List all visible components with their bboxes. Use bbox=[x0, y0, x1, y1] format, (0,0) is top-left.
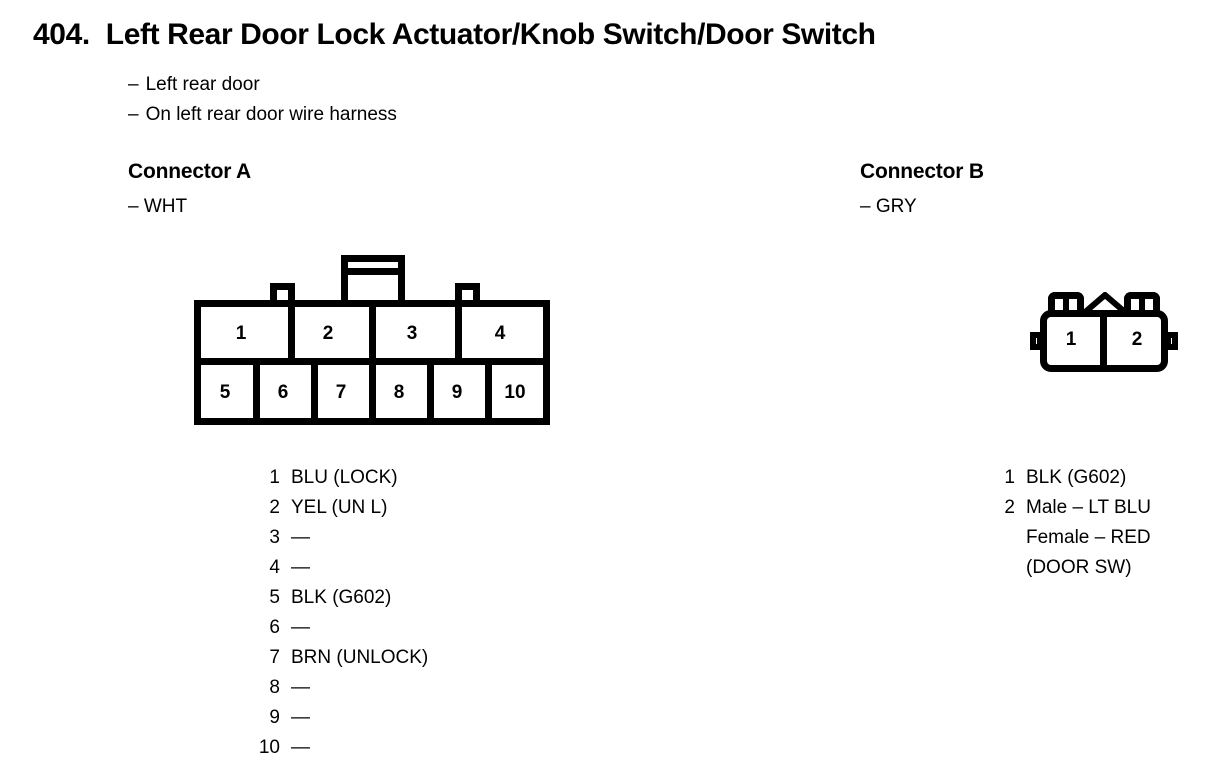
connector-b-pin-list: 1 BLK (G602) 2 Male – LT BLU Female – RE… bbox=[985, 463, 1151, 583]
dash-glyph: – bbox=[128, 74, 139, 95]
connector-a-cavity-2: 2 bbox=[322, 323, 334, 344]
pin-number: 10 bbox=[258, 737, 280, 758]
pin-number: 7 bbox=[269, 647, 280, 668]
connector-a-bottom-divider bbox=[253, 358, 260, 425]
connector-b-face-view: 1 2 bbox=[1030, 288, 1180, 383]
pin-description: — bbox=[291, 677, 310, 698]
connector-b-color-code: – GRY bbox=[860, 196, 917, 217]
connector-a-cavity-5: 5 bbox=[219, 382, 231, 403]
connector-a-bottom-divider bbox=[427, 358, 434, 425]
pin-description-continuation: Female – RED bbox=[1026, 527, 1151, 548]
connector-a-bottom-divider bbox=[311, 358, 318, 425]
pin-row: 4 — bbox=[250, 553, 428, 583]
connector-a-bottom-divider bbox=[369, 358, 376, 425]
pin-number: 8 bbox=[269, 677, 280, 698]
pin-description: — bbox=[291, 617, 310, 638]
pin-row: 7 BRN (UNLOCK) bbox=[250, 643, 428, 673]
location-notes: –Left rear door –On left rear door wire … bbox=[128, 70, 397, 130]
connector-a-left-keying-tab bbox=[270, 283, 295, 305]
pin-row: 10 — bbox=[250, 733, 428, 763]
connector-a-top-divider bbox=[369, 300, 376, 362]
connector-b-cavity-1: 1 bbox=[1065, 329, 1077, 350]
entry-number: 404. bbox=[33, 18, 90, 51]
pin-row: 2 Male – LT BLU bbox=[985, 493, 1151, 523]
pin-description-continuation: (DOOR SW) bbox=[1026, 557, 1132, 578]
connector-a-face-view: 1 2 3 4 5 6 7 8 9 10 bbox=[194, 255, 554, 430]
pin-number: 6 bbox=[269, 617, 280, 638]
pin-number: 1 bbox=[1004, 467, 1015, 488]
page-title: 404. Left Rear Door Lock Actuator/Knob S… bbox=[33, 18, 876, 52]
entry-title: Left Rear Door Lock Actuator/Knob Switch… bbox=[105, 18, 876, 51]
connector-a-center-latch-slot bbox=[348, 268, 398, 275]
pin-description: — bbox=[291, 557, 310, 578]
connector-b-heading: Connector B – GRY bbox=[860, 160, 984, 218]
connector-a-cavity-8: 8 bbox=[393, 382, 405, 403]
connector-a-title: Connector A bbox=[128, 160, 252, 183]
connector-b-cavity-2: 2 bbox=[1131, 329, 1143, 350]
pin-row: 1 BLU (LOCK) bbox=[250, 463, 428, 493]
connector-b-right-lock-nub bbox=[1165, 332, 1178, 350]
location-note-text: On left rear door wire harness bbox=[145, 104, 397, 125]
connector-a-cavity-3: 3 bbox=[406, 323, 418, 344]
pin-description: BLK (G602) bbox=[1026, 467, 1127, 488]
pin-number: 3 bbox=[269, 527, 280, 548]
location-note: –On left rear door wire harness bbox=[128, 100, 397, 130]
connector-a-bottom-divider bbox=[485, 358, 492, 425]
connector-b-left-latch-slot bbox=[1063, 299, 1069, 316]
pin-description: BRN (UNLOCK) bbox=[291, 647, 429, 668]
connector-a-top-divider bbox=[455, 300, 462, 362]
pin-description: YEL (UN L) bbox=[291, 497, 388, 518]
pin-number: 9 bbox=[269, 707, 280, 728]
connector-a-cavity-1: 1 bbox=[235, 323, 247, 344]
pin-number: 1 bbox=[269, 467, 280, 488]
pin-description: BLK (G602) bbox=[291, 587, 392, 608]
connector-b-right-latch-slot bbox=[1139, 299, 1145, 316]
pin-number: 2 bbox=[1004, 497, 1015, 518]
pin-row: 9 — bbox=[250, 703, 428, 733]
pin-row: 8 — bbox=[250, 673, 428, 703]
pin-number: 5 bbox=[269, 587, 280, 608]
connector-b-center-peak-icon bbox=[1082, 292, 1128, 314]
pin-row: 3 — bbox=[250, 523, 428, 553]
connector-a-right-keying-tab bbox=[455, 283, 480, 305]
location-note-text: Left rear door bbox=[145, 74, 260, 95]
pin-description: — bbox=[291, 737, 310, 758]
pin-row: 6 — bbox=[250, 613, 428, 643]
pin-description: — bbox=[291, 707, 310, 728]
connector-a-heading: Connector A – WHT bbox=[128, 160, 251, 218]
connector-a-cavity-7: 7 bbox=[335, 382, 347, 403]
pin-number: 2 bbox=[269, 497, 280, 518]
pin-row: 5 BLK (G602) bbox=[250, 583, 428, 613]
connector-a-color-code: – WHT bbox=[128, 196, 188, 217]
location-note: –Left rear door bbox=[128, 70, 397, 100]
connector-a-pin-list: 1 BLU (LOCK) 2 YEL (UN L) 3 — 4 — 5 BLK … bbox=[250, 463, 428, 763]
pin-number: 4 bbox=[269, 557, 280, 578]
pin-description: BLU (LOCK) bbox=[291, 467, 398, 488]
connector-a-center-latch-tab bbox=[341, 255, 405, 305]
connector-a-cavity-10: 10 bbox=[504, 382, 526, 403]
dash-glyph: – bbox=[128, 104, 139, 125]
pin-row: 2 YEL (UN L) bbox=[250, 493, 428, 523]
pin-description: Male – LT BLU bbox=[1026, 497, 1151, 518]
pin-row: 1 BLK (G602) bbox=[985, 463, 1151, 493]
connector-a-cavity-6: 6 bbox=[277, 382, 289, 403]
connector-b-cavity-divider bbox=[1100, 310, 1107, 372]
connector-a-top-divider bbox=[288, 300, 295, 362]
pin-description: — bbox=[291, 527, 310, 548]
connector-a-cavity-4: 4 bbox=[494, 323, 506, 344]
connector-b-title: Connector B bbox=[860, 160, 984, 183]
connector-a-cavity-9: 9 bbox=[451, 382, 463, 403]
